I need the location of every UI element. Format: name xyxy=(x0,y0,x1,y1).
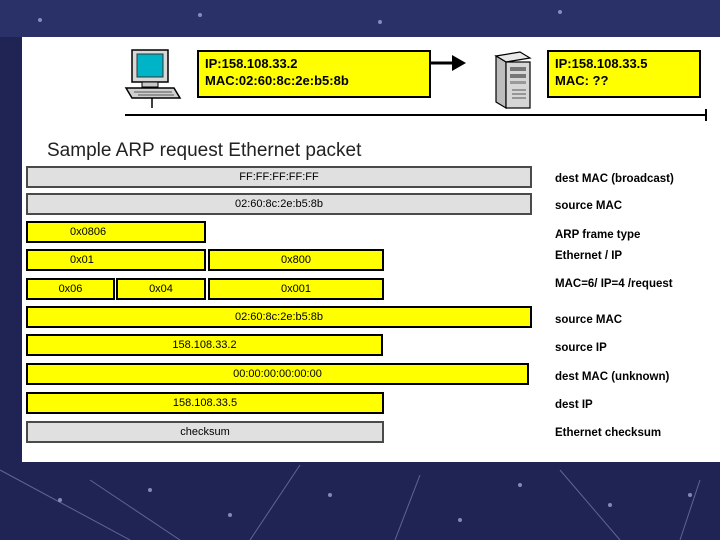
field-desc-frame-type: ARP frame type xyxy=(555,229,641,241)
server-tower-icon xyxy=(494,51,532,110)
packet-field-checksum: checksum xyxy=(26,421,384,443)
field-desc-target-ip: dest IP xyxy=(555,399,593,411)
packet-field-target-mac: 00:00:00:00:00:00 xyxy=(26,363,529,385)
field-desc-ethernet-ip: Ethernet / IP xyxy=(555,250,623,262)
field-desc-source-mac: source MAC xyxy=(555,200,623,212)
packet-field-protocol-size: 0x04 xyxy=(116,278,206,300)
field-desc-sender-mac: source MAC xyxy=(555,314,623,326)
field-desc-dest-mac: dest MAC (broadcast) xyxy=(555,173,674,185)
packet-field-protocol-type: 0x800 xyxy=(208,249,384,271)
packet-field-frame-type: 0x0806 xyxy=(26,221,206,243)
request-arrow-head xyxy=(452,55,466,71)
target-mac: MAC: ?? xyxy=(555,73,609,88)
packet-field-target-ip: 158.108.33.5 xyxy=(26,392,384,414)
packet-field-source-mac: 02:60:8c:2e:b5:8b xyxy=(26,193,532,215)
field-desc-target-mac: dest MAC (unknown) xyxy=(555,371,670,383)
packet-title: Sample ARP request Ethernet packet xyxy=(47,140,362,161)
packet-field-sender-mac: 02:60:8c:2e:b5:8b xyxy=(26,306,532,328)
field-desc-sizes-request: MAC=6/ IP=4 /request xyxy=(555,278,673,290)
packet-field-hardware-size: 0x06 xyxy=(26,278,115,300)
field-desc-sender-ip: source IP xyxy=(555,342,607,354)
sender-host-box: IP:158.108.33.2 MAC:02:60:8c:2e:b5:8b xyxy=(197,50,431,98)
packet-field-dest-mac: FF:FF:FF:FF:FF xyxy=(26,166,532,188)
sender-mac: MAC:02:60:8c:2e:b5:8b xyxy=(205,73,349,88)
target-ip: IP:158.108.33.5 xyxy=(555,56,648,71)
packet-field-hardware-type: 0x01 xyxy=(26,249,206,271)
packet-field-sender-ip: 158.108.33.2 xyxy=(26,334,383,356)
field-desc-checksum: Ethernet checksum xyxy=(555,427,662,439)
packet-field-opcode: 0x001 xyxy=(208,278,384,300)
sender-ip: IP:158.108.33.2 xyxy=(205,56,298,71)
target-host-box: IP:158.108.33.5 MAC: ?? xyxy=(547,50,701,98)
desktop-computer-icon xyxy=(124,49,182,108)
